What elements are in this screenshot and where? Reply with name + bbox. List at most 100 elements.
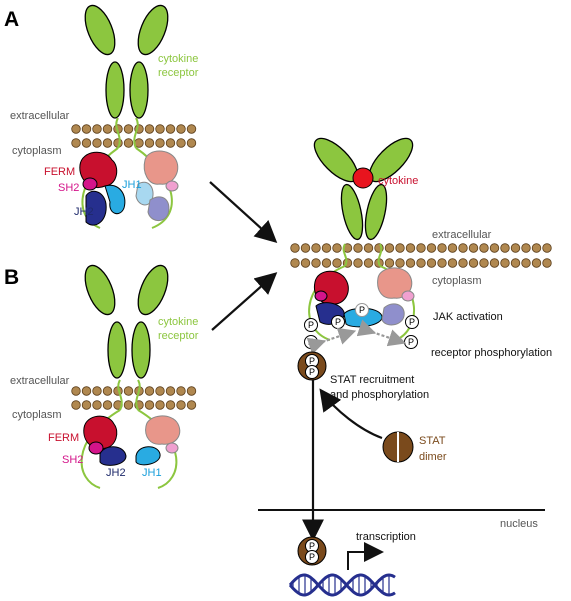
lipid-head — [384, 258, 395, 268]
jak-activation-label: JAK activation — [433, 311, 503, 323]
transcription-label: transcription — [356, 531, 416, 543]
lipid-head — [416, 258, 426, 268]
membrane-active — [290, 243, 552, 268]
lipid-head — [426, 258, 437, 268]
lipid-head — [479, 243, 489, 253]
svg-text:P: P — [309, 552, 315, 562]
lipid-head — [332, 258, 342, 268]
extracellular-label-active: extracellular — [432, 229, 492, 241]
nucleus-label: nucleus — [500, 518, 538, 530]
lipid-head — [123, 124, 134, 134]
jh1-label-b: JH1 — [142, 467, 162, 479]
panel-label-b: B — [4, 266, 19, 289]
svg-text:P: P — [409, 317, 415, 327]
lipid-head — [384, 243, 395, 253]
lipid-head — [405, 258, 416, 268]
svg-text:P: P — [309, 367, 315, 377]
sh2-label-b: SH2 — [62, 454, 83, 466]
lipid-head — [165, 138, 176, 148]
extracellular-label-a: extracellular — [10, 110, 70, 122]
lipid-head — [123, 386, 134, 396]
membrane-a — [71, 124, 197, 148]
lipid-head — [186, 124, 197, 134]
svg-text:P: P — [308, 337, 314, 347]
phosphate-group: P — [404, 335, 418, 349]
svg-text:P: P — [408, 337, 414, 347]
lipid-head — [290, 258, 300, 268]
lipid-head — [510, 258, 521, 268]
lipid-head — [321, 258, 332, 268]
stat-recruitment-label-line2: and phosphorylation — [330, 389, 429, 401]
stat-dimer-recruit-arrow — [319, 388, 383, 440]
lipid-head — [102, 400, 113, 410]
lipid-head — [144, 400, 155, 410]
lipid-head — [165, 400, 176, 410]
phosphate-group: P — [355, 303, 369, 317]
lipid-head — [468, 243, 479, 253]
stat-recruitment-label-line1: STAT recruitment — [330, 374, 414, 386]
lipid-head — [155, 138, 165, 148]
lipid-head — [395, 243, 405, 253]
lipid-head — [102, 138, 113, 148]
lipid-head — [447, 258, 458, 268]
lipid-head — [300, 243, 311, 253]
stat-recruited: PP — [297, 351, 327, 381]
jak-left-b — [83, 415, 127, 466]
phosphorylation-arrow-left — [306, 327, 357, 355]
lipid-head — [510, 243, 521, 253]
dna-helix — [288, 573, 396, 597]
svg-text:P: P — [308, 320, 314, 330]
phosphate-group: P — [304, 318, 318, 332]
svg-text:P: P — [359, 305, 365, 315]
lipid-head — [500, 258, 510, 268]
lipid-head — [531, 243, 542, 253]
extracellular-label-b: extracellular — [10, 375, 70, 387]
dna-strand — [288, 573, 396, 597]
lipid-head — [468, 258, 479, 268]
cytokine-receptor-active — [313, 137, 414, 241]
lipid-head — [123, 400, 134, 410]
svg-text:P: P — [309, 356, 315, 366]
lipid-head — [489, 243, 500, 253]
cytoplasm-label-a: cytoplasm — [12, 145, 62, 157]
lipid-head — [176, 400, 186, 410]
lipid-head — [363, 243, 374, 253]
phosphate-group: P — [304, 335, 318, 349]
jak-right-b — [135, 415, 181, 466]
lipid-head — [123, 138, 134, 148]
receptor-label-a-line1: cytokine — [158, 53, 198, 65]
lipid-head — [500, 243, 510, 253]
lipid-head — [186, 138, 197, 148]
cytoplasm-label-b: cytoplasm — [12, 409, 62, 421]
lipid-head — [144, 124, 155, 134]
stat-dimer-label-line1: STAT — [419, 435, 446, 447]
svg-text:P: P — [335, 317, 341, 327]
lipid-head — [426, 243, 437, 253]
lipid-head — [353, 243, 363, 253]
lipid-head — [542, 243, 552, 253]
lipid-head — [71, 386, 81, 396]
lipid-head — [102, 386, 113, 396]
phosphate-group: P — [305, 550, 319, 564]
lipid-head — [542, 258, 552, 268]
lipid-head — [437, 258, 447, 268]
phosphorylation-arrow-right — [356, 319, 407, 347]
lipid-head — [531, 258, 542, 268]
phosphate-group: P — [305, 365, 319, 379]
phosphate-group: P — [405, 315, 419, 329]
lipid-head — [155, 400, 165, 410]
jh2-label-b: JH2 — [106, 467, 126, 479]
stat-nuclear: PP — [297, 536, 327, 566]
lipid-head — [144, 386, 155, 396]
jh1-label-a: JH1 — [122, 179, 142, 191]
lipid-head — [363, 258, 374, 268]
lipid-head — [102, 124, 113, 134]
receptor-label-a-line2: receptor — [158, 67, 199, 79]
lipid-head — [144, 138, 155, 148]
lipid-head — [165, 386, 176, 396]
lipid-head — [321, 243, 332, 253]
lipid-head — [92, 138, 102, 148]
lipid-head — [458, 258, 468, 268]
phosphate-group: P — [331, 315, 345, 329]
